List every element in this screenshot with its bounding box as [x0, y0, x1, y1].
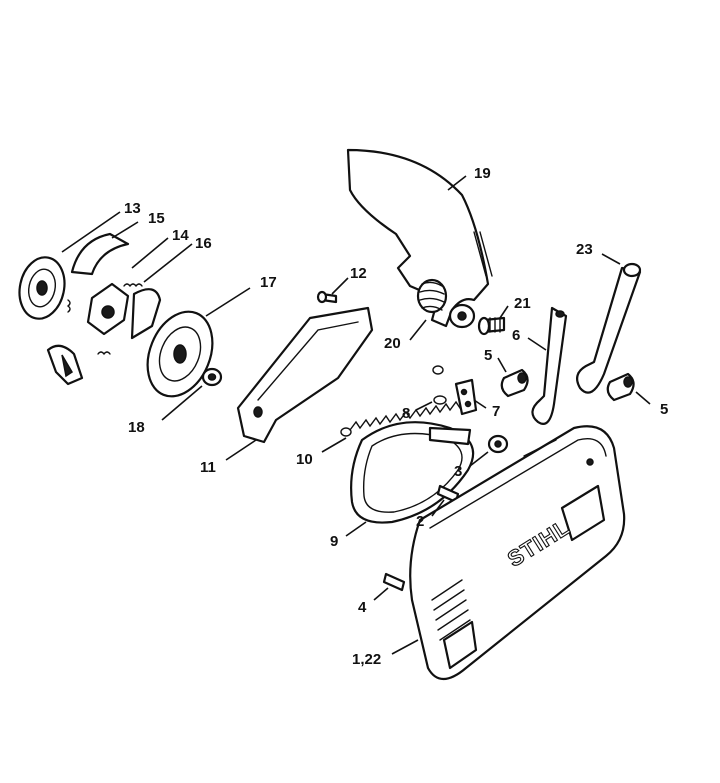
callout-6: 6 — [512, 327, 520, 344]
callout-5-right: 5 — [660, 401, 668, 418]
callout-4: 4 — [358, 599, 367, 616]
callout-15: 15 — [148, 210, 165, 227]
callout-2: 2 — [416, 513, 424, 530]
callout-10: 10 — [296, 451, 313, 468]
callout-labels: 13 15 14 16 17 18 11 12 10 19 20 21 23 6… — [124, 165, 668, 668]
clutch-shoe-part-15 — [46, 232, 130, 386]
callout-18: 18 — [128, 419, 145, 436]
callout-13: 13 — [124, 200, 141, 217]
tension-spring-part-10 — [340, 365, 467, 437]
callout-9: 9 — [330, 533, 338, 550]
bracket-part-7 — [454, 378, 478, 416]
callout-5-left: 5 — [484, 347, 492, 364]
hand-guard-part-19 — [346, 148, 493, 329]
bushing-part-18 — [201, 367, 223, 387]
guide-rail-part-11 — [236, 306, 374, 444]
callout-23: 23 — [576, 241, 593, 258]
callout-14: 14 — [172, 227, 189, 244]
callout-7: 7 — [492, 403, 500, 420]
clutch-hub-part-14 — [86, 282, 162, 340]
spring-part-16 — [66, 283, 143, 356]
clutch-drum-part-17 — [146, 310, 214, 398]
callout-21: 21 — [514, 295, 531, 312]
pin-part-3 — [487, 434, 509, 454]
callout-12: 12 — [350, 265, 367, 282]
leader-lines — [61, 175, 651, 655]
lever-part-6 — [531, 306, 568, 425]
lever-part-23 — [575, 262, 642, 394]
screw-part-12 — [316, 290, 338, 304]
pin-part-4 — [382, 572, 406, 592]
callout-11: 11 — [200, 459, 216, 476]
brake-band-part-9 — [350, 421, 475, 524]
washer-part-13 — [18, 256, 66, 320]
callout-17: 17 — [260, 274, 277, 291]
bushing-part-5-right — [606, 372, 635, 402]
callout-1-22: 1,22 — [352, 651, 381, 668]
callout-16: 16 — [195, 235, 212, 252]
coil-spring-part-20 — [416, 278, 448, 314]
clip-part-8 — [433, 395, 447, 405]
screw-part-21 — [477, 316, 506, 336]
callout-8: 8 — [402, 405, 410, 422]
bushing-part-5-left — [500, 368, 529, 398]
callout-3: 3 — [454, 463, 462, 480]
sprocket-cover-part-1-22: STIHL — [409, 425, 626, 681]
callout-19: 19 — [474, 165, 491, 182]
callout-20: 20 — [384, 335, 401, 352]
